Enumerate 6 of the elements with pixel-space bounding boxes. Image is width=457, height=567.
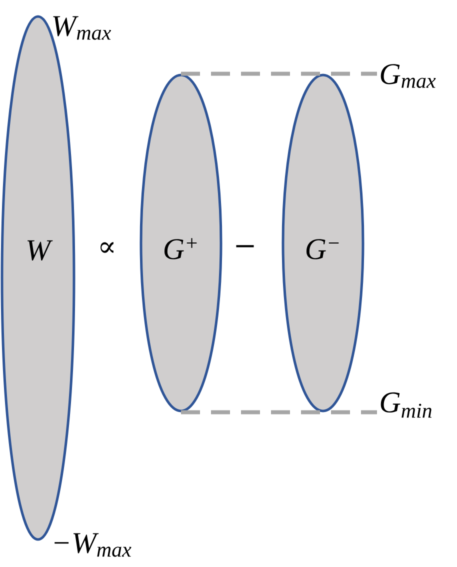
operator-sign: ∝ — [100, 242, 114, 253]
operator-sign: − — [236, 245, 254, 248]
bound-label: G$_{min}$ — [380, 392, 432, 418]
dashed-line — [181, 72, 377, 76]
bound-label: G$_{max}$ — [380, 64, 436, 88]
dashed-line — [181, 410, 377, 414]
